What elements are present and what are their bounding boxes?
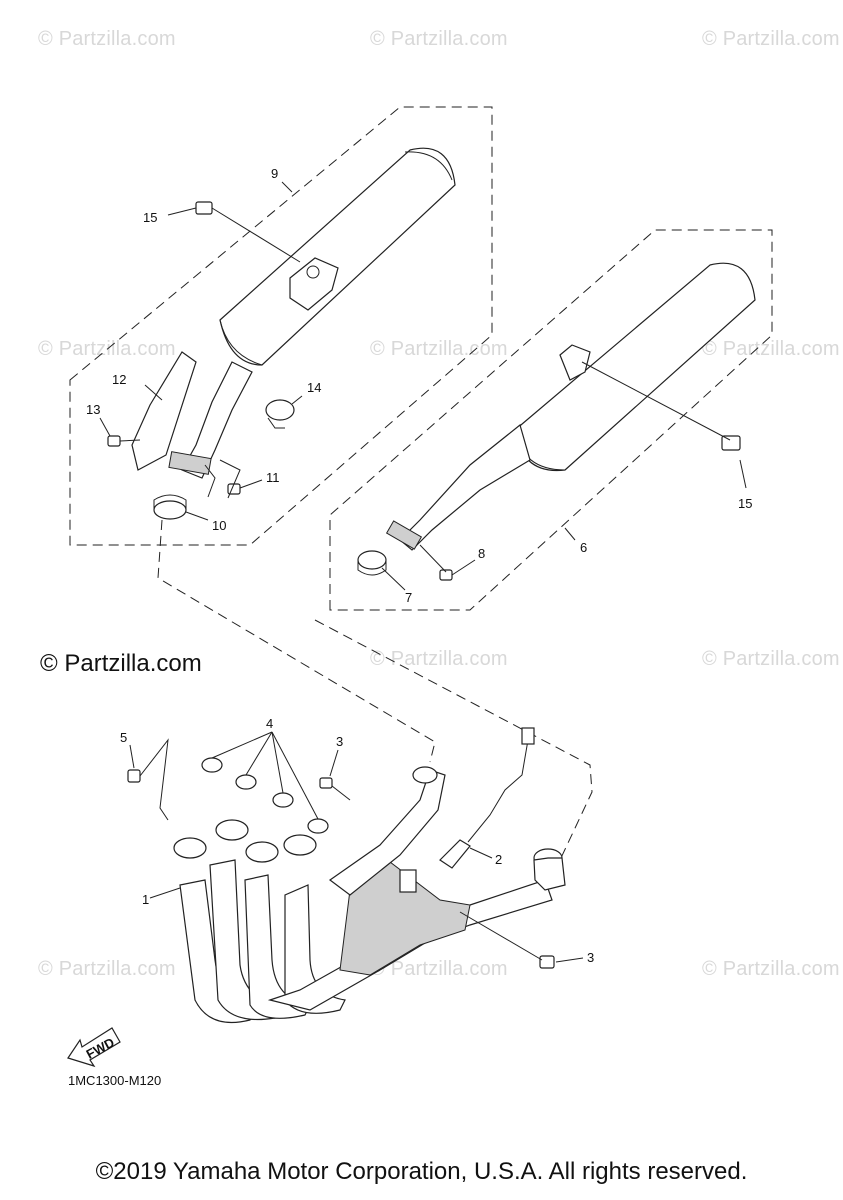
callout-2: 2 [495,852,502,867]
callout-5: 5 [120,730,127,745]
right-muffler [385,262,756,551]
bolt-15-left [195,201,301,263]
callout-3-upper: 3 [336,734,343,749]
watermark: © Partzilla.com [702,28,840,50]
callout-10: 10 [212,518,226,533]
bolt-15-right [581,361,741,451]
gaskets-4 [201,757,329,834]
group-box-left-muffler [69,106,493,546]
o2-sensor [439,727,535,869]
watermark: © Partzilla.com [702,648,840,670]
diagram-code: 1MC1300-M120 [68,1073,162,1088]
watermark: © Partzilla.com [38,958,176,980]
watermark: © Partzilla.com [370,958,508,980]
bolt-13 [107,435,141,447]
fwd-label: FWD [84,1035,117,1062]
watermark: © Partzilla.com [370,648,508,670]
gasket-right [357,550,387,576]
watermark: © Partzilla.com [38,28,176,50]
callout-4: 4 [266,716,273,731]
callout-13: 13 [86,402,100,417]
callout-15-left: 15 [143,210,157,225]
bolt-3-upper [319,749,351,801]
header-flanges [173,819,317,863]
bolt-11 [227,483,241,495]
clamp-part [265,399,295,429]
brand-watermark: © Partzilla.com [40,650,202,677]
watermark: © Partzilla.com [702,338,840,360]
callout-1: 1 [142,892,149,907]
watermark: © Partzilla.com [370,338,508,360]
callout-12: 12 [112,372,126,387]
callout-9: 9 [271,166,278,181]
callout-14: 14 [307,380,321,395]
connector-right [314,619,593,861]
fwd-arrow-icon: FWD [67,1027,121,1068]
gasket-left [153,494,187,520]
callout-6: 6 [580,540,587,555]
callout-3-lower: 3 [587,950,594,965]
connector-left [157,519,436,763]
heat-protector [131,351,197,471]
watermark: © Partzilla.com [370,28,508,50]
callout-15-right: 15 [738,496,752,511]
copyright-notice: ©2019 Yamaha Motor Corporation, U.S.A. A… [95,1158,748,1185]
callout-11: 11 [266,470,280,485]
watermark: © Partzilla.com [702,958,840,980]
callout-7: 7 [405,590,412,605]
callout-8: 8 [478,546,485,561]
bolt-3-lower [459,911,584,969]
nut-5 [127,738,169,821]
left-muffler [168,147,456,479]
group-box-right-muffler [329,229,773,611]
exhaust-header [179,766,566,1024]
bolt-8 [419,544,453,581]
